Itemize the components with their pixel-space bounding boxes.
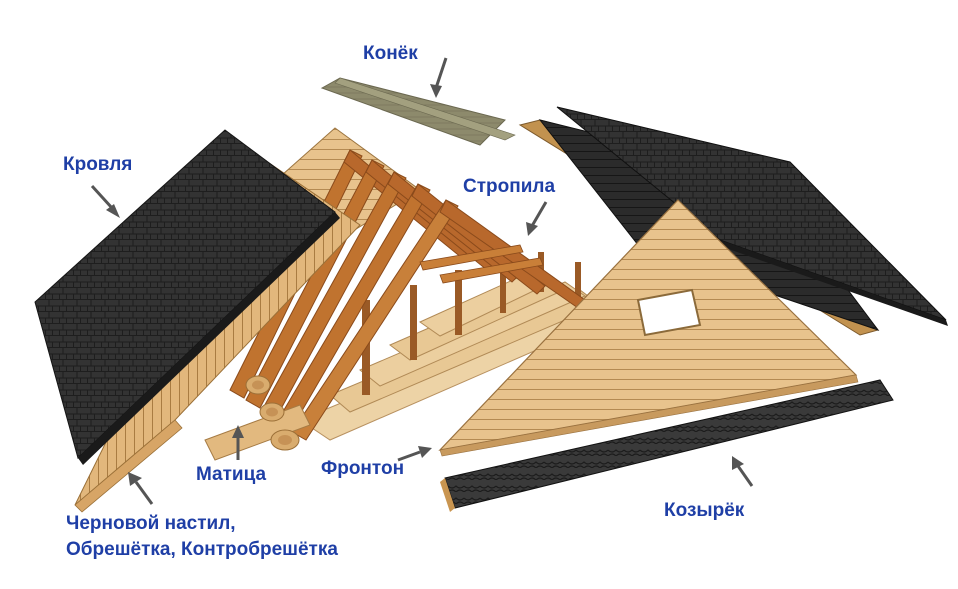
label-ridge: Конёк	[363, 43, 418, 64]
floor-beams	[298, 269, 611, 441]
right-roof-covering	[556, 106, 948, 326]
gable-window-icon	[636, 288, 702, 337]
arrow-ridge-icon	[430, 57, 448, 98]
label-decking-line2: Обрешётка, Контробрешётка	[66, 539, 338, 560]
pointer-arrows	[90, 57, 754, 505]
label-decking-line1: Черновой настил,	[66, 513, 236, 534]
label-gable: Фронтон	[321, 458, 405, 479]
rafters	[229, 149, 586, 441]
label-rafters: Стропила	[463, 176, 556, 197]
label-roof: Кровля	[63, 154, 133, 175]
label-eave: Козырёк	[664, 500, 745, 521]
arrow-rafters-icon	[526, 201, 548, 236]
arrow-gable-icon	[397, 446, 432, 462]
arrow-tie-beam-icon	[232, 425, 244, 460]
tie-beams	[204, 375, 311, 461]
left-roof-covering	[34, 129, 340, 465]
arrow-decking-icon	[128, 472, 154, 505]
arrow-eave-icon	[732, 456, 754, 487]
ridge-cap	[320, 77, 516, 146]
arrow-roof-icon	[90, 184, 120, 218]
label-tie-beam: Матица	[196, 464, 267, 485]
front-gable	[438, 199, 859, 457]
eave-board	[440, 379, 894, 512]
